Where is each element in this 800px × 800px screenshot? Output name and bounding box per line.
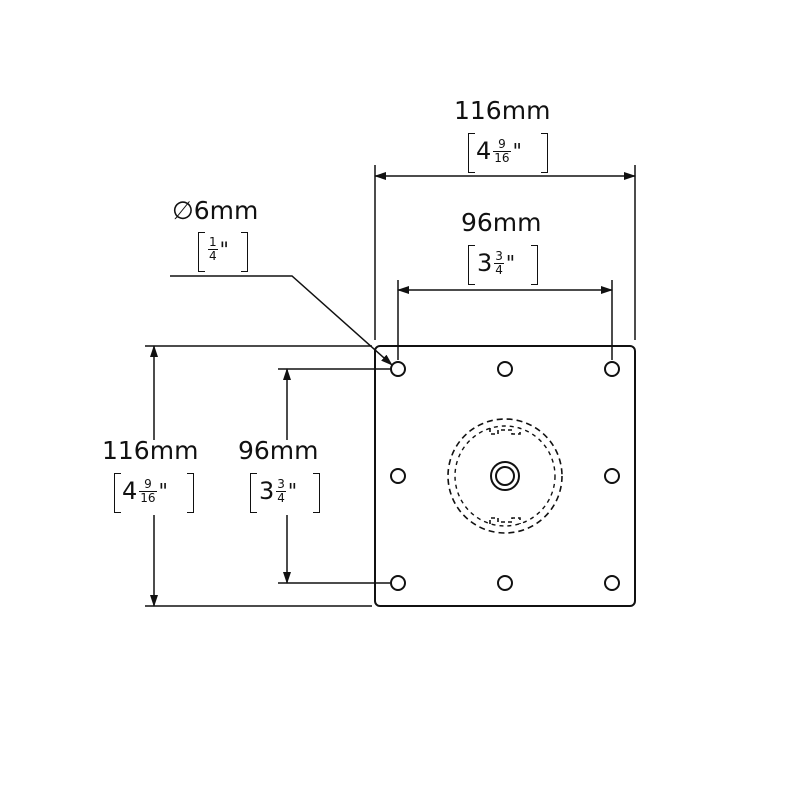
- hole: [497, 361, 513, 377]
- swivel-hub: [447, 418, 563, 534]
- top-spacing-metric: 96mm: [461, 208, 542, 237]
- mounting-holes: [390, 361, 620, 591]
- hole: [390, 468, 406, 484]
- hole: [604, 361, 620, 377]
- mounting-plate: [374, 345, 636, 607]
- left-hole-spacing-dimension: [278, 368, 390, 584]
- center-bolt-outer: [490, 461, 520, 491]
- latch-top: [489, 428, 521, 435]
- hole: [604, 468, 620, 484]
- hole: [390, 575, 406, 591]
- hole: [390, 361, 406, 377]
- center-bolt-inner: [495, 466, 515, 486]
- top-width-metric: 116mm: [454, 96, 551, 125]
- diameter-symbol-icon: ∅: [172, 196, 194, 225]
- left-spacing-metric: 96mm: [238, 436, 319, 465]
- swivel-inner-dashed: [454, 425, 556, 527]
- top-hole-spacing-dimension: [397, 280, 613, 360]
- top-width-dimension: [374, 165, 636, 340]
- latch-bottom: [489, 517, 521, 524]
- hole: [604, 575, 620, 591]
- hole-diameter-metric: ∅6mm: [172, 196, 259, 225]
- hole-diameter-leader: [170, 275, 393, 366]
- hole: [497, 575, 513, 591]
- left-height-dimension: [145, 345, 372, 607]
- swivel-outer-dashed: [447, 418, 563, 534]
- left-height-metric: 116mm: [102, 436, 199, 465]
